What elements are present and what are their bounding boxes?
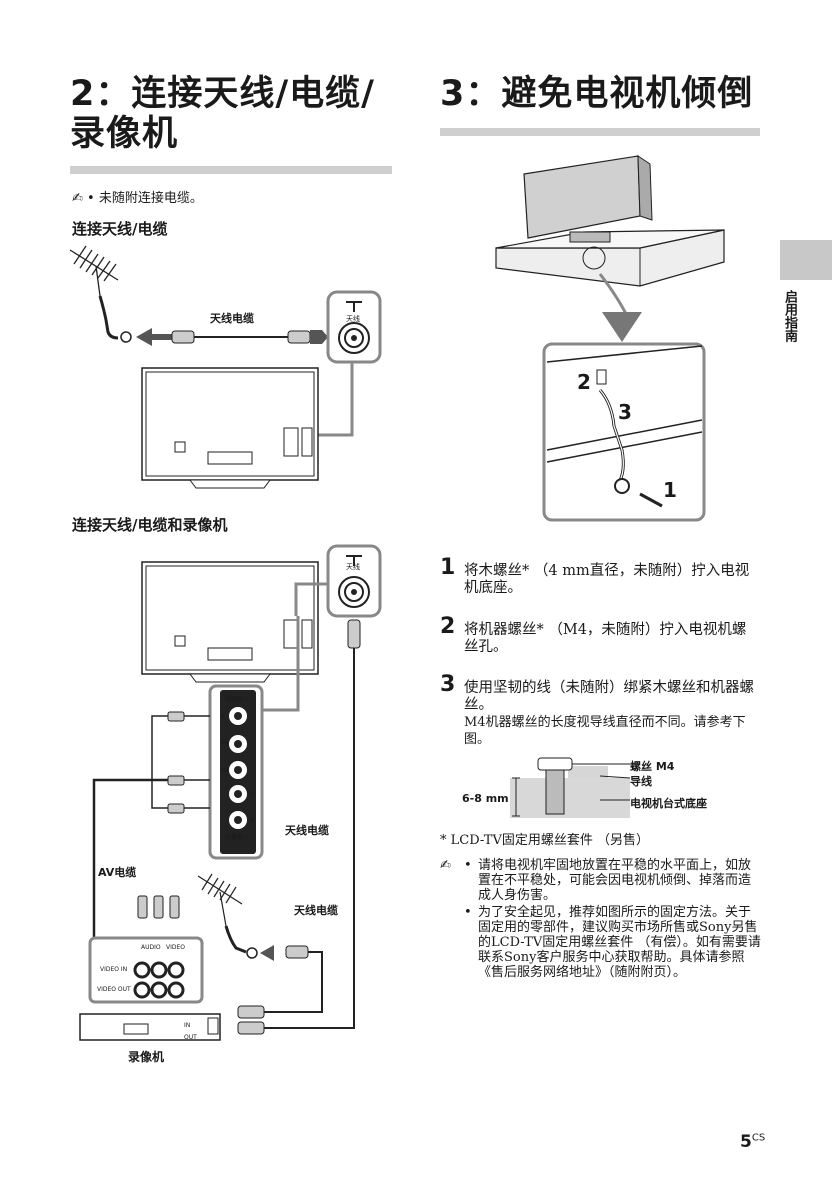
antenna-cable-label: 天线电缆 (210, 312, 254, 325)
tv-anchor-illustration (495, 155, 725, 522)
callout-3: 3 (618, 400, 632, 424)
step-1: 1 将木螺丝* （4 mm直径，未随附）拧入电视机底座。 (440, 557, 760, 597)
step-detail: M4机器螺丝的长度视导线直径而不同。请参考下图。 (464, 715, 746, 747)
av-cable-plugs-icon (137, 895, 180, 919)
wire-label: 导线 (630, 775, 652, 788)
antenna-icon (197, 873, 243, 927)
step-number: 1 (440, 555, 456, 580)
base-label: 电视机台式底座 (630, 797, 707, 810)
note-text: 请将电视机牢固地放置在平稳的水平面上，如放置在不平稳处，可能会因电视机倾倒、掉落… (478, 858, 752, 903)
note-item: • 为了安全起见，推荐如图所示的固定方法。关于固定用的零部件，建议购买市场所售或… (464, 905, 761, 980)
vcr-device-icon (79, 1013, 221, 1041)
antenna-vcr-connection-diagram (79, 544, 382, 1041)
page-number: 5CS (740, 1132, 765, 1152)
antenna-icon (69, 245, 119, 297)
antenna-connection-diagram (69, 245, 382, 489)
antenna-lead-cable (98, 295, 119, 340)
note-item: • 请将电视机牢固地放置在平稳的水平面上，如放置在不平稳处，可能会因电视机倾倒、… (464, 858, 762, 903)
vcr-out-label: OUT (184, 1034, 197, 1041)
step-text: 将木螺丝* （4 mm直径，未随附）拧入电视机底座。 (464, 563, 750, 596)
vcr-video-out-label: VIDEO OUT (97, 986, 131, 993)
step-2: 2 将机器螺丝* （M4，未随附）拧入电视机螺丝孔。 (440, 616, 760, 656)
notes: ✍ • 请将电视机牢固地放置在平稳的水平面上，如放置在不平稳处，可能会因电视机倾… (440, 858, 762, 980)
right-section-title: 3：避免电视机倾倒 (440, 74, 754, 114)
arrow-down-icon (602, 312, 642, 342)
vcr-jack-panel-icon (88, 936, 204, 1004)
subheading-antenna: 连接天线/电缆 (72, 220, 168, 238)
footnote: * LCD-TV固定用螺丝套件 （另售） (440, 833, 649, 848)
jack-panel-top-label: 视频输入 (225, 696, 250, 703)
screw-label: 螺丝 M4 (630, 760, 675, 773)
wall-jack-label-2: 天线 (346, 563, 360, 571)
vcr-video-label: VIDEO (166, 944, 186, 951)
wall-antenna-jack-icon (326, 290, 382, 364)
callout-2: 2 (577, 370, 591, 394)
side-tab-label: 启用指南 (782, 290, 797, 342)
screw-depth-diagram (510, 757, 631, 818)
jack-label-y: Y (221, 713, 225, 720)
depth-label: 6-8 mm (462, 792, 509, 805)
callout-1: 1 (663, 478, 677, 502)
jack-label-pb: PB (221, 741, 229, 748)
d2-antenna-cable-label: 天线电缆 (285, 824, 329, 837)
left-section-title: 2：连接天线/电缆/ 录像机 (70, 74, 375, 154)
left-title-rule (70, 166, 392, 174)
tv-rear-panel-icon (141, 367, 319, 489)
jack-panel-bottom-label: 分量输入 (225, 834, 250, 841)
note-text: 为了安全起见，推荐如图所示的固定方法。关于固定用的零部件，建议购买市场所售或So… (478, 905, 761, 980)
subheading-antenna-vcr: 连接天线/电缆和录像机 (72, 516, 228, 534)
wall-jack-label: 天线 (346, 315, 360, 323)
page-number-digit: 5 (740, 1132, 752, 1152)
tv-input-jack-panel-icon (208, 684, 264, 860)
side-tab (780, 240, 832, 280)
step-text: 将机器螺丝* （M4，未随附）拧入电视机螺丝孔。 (464, 622, 747, 655)
jack-label-r: R (250, 817, 255, 824)
step-number: 3 (440, 672, 456, 697)
antenna-cable-icon (171, 330, 311, 344)
vcr-in-label: IN (184, 1022, 191, 1029)
arrow-left-icon (260, 945, 274, 961)
pencil-note-icon: ✍ (440, 858, 451, 873)
wall-antenna-jack-icon (326, 544, 382, 618)
arrow-right-icon (310, 330, 328, 344)
jack-label-pr: PR (221, 767, 229, 774)
step-3: 3 使用坚韧的线（未随附）绑紧木螺丝和机器螺丝。 M4机器螺丝的长度视导线直径而… (440, 674, 760, 748)
page-number-suffix: CS (751, 1132, 766, 1144)
av-cable-label: AV电缆 (98, 866, 137, 879)
vcr-video-in-label: VIDEO IN (100, 966, 128, 973)
step-text: 使用坚韧的线（未随附）绑紧木螺丝和机器螺丝。 (464, 680, 754, 713)
antenna-plug-icon (120, 331, 132, 343)
pencil-note-icon: ✍ (72, 191, 83, 206)
d2-antenna-cable-label-2: 天线电缆 (294, 904, 338, 917)
tv-on-stand-icon (495, 155, 725, 287)
vcr-label: 录像机 (128, 1050, 165, 1064)
left-note-text: • 未随附连接电缆。 (87, 191, 203, 206)
screw-anchor-detail-icon (542, 342, 706, 522)
step-number: 2 (440, 614, 456, 639)
jack-label-l: L (250, 791, 254, 798)
vcr-audio-label: AUDIO (141, 944, 161, 951)
arrow-left-icon (136, 328, 152, 346)
tv-rear-panel-icon (141, 561, 319, 683)
left-note: ✍ • 未随附连接电缆。 (72, 190, 203, 207)
right-title-rule (440, 128, 760, 136)
